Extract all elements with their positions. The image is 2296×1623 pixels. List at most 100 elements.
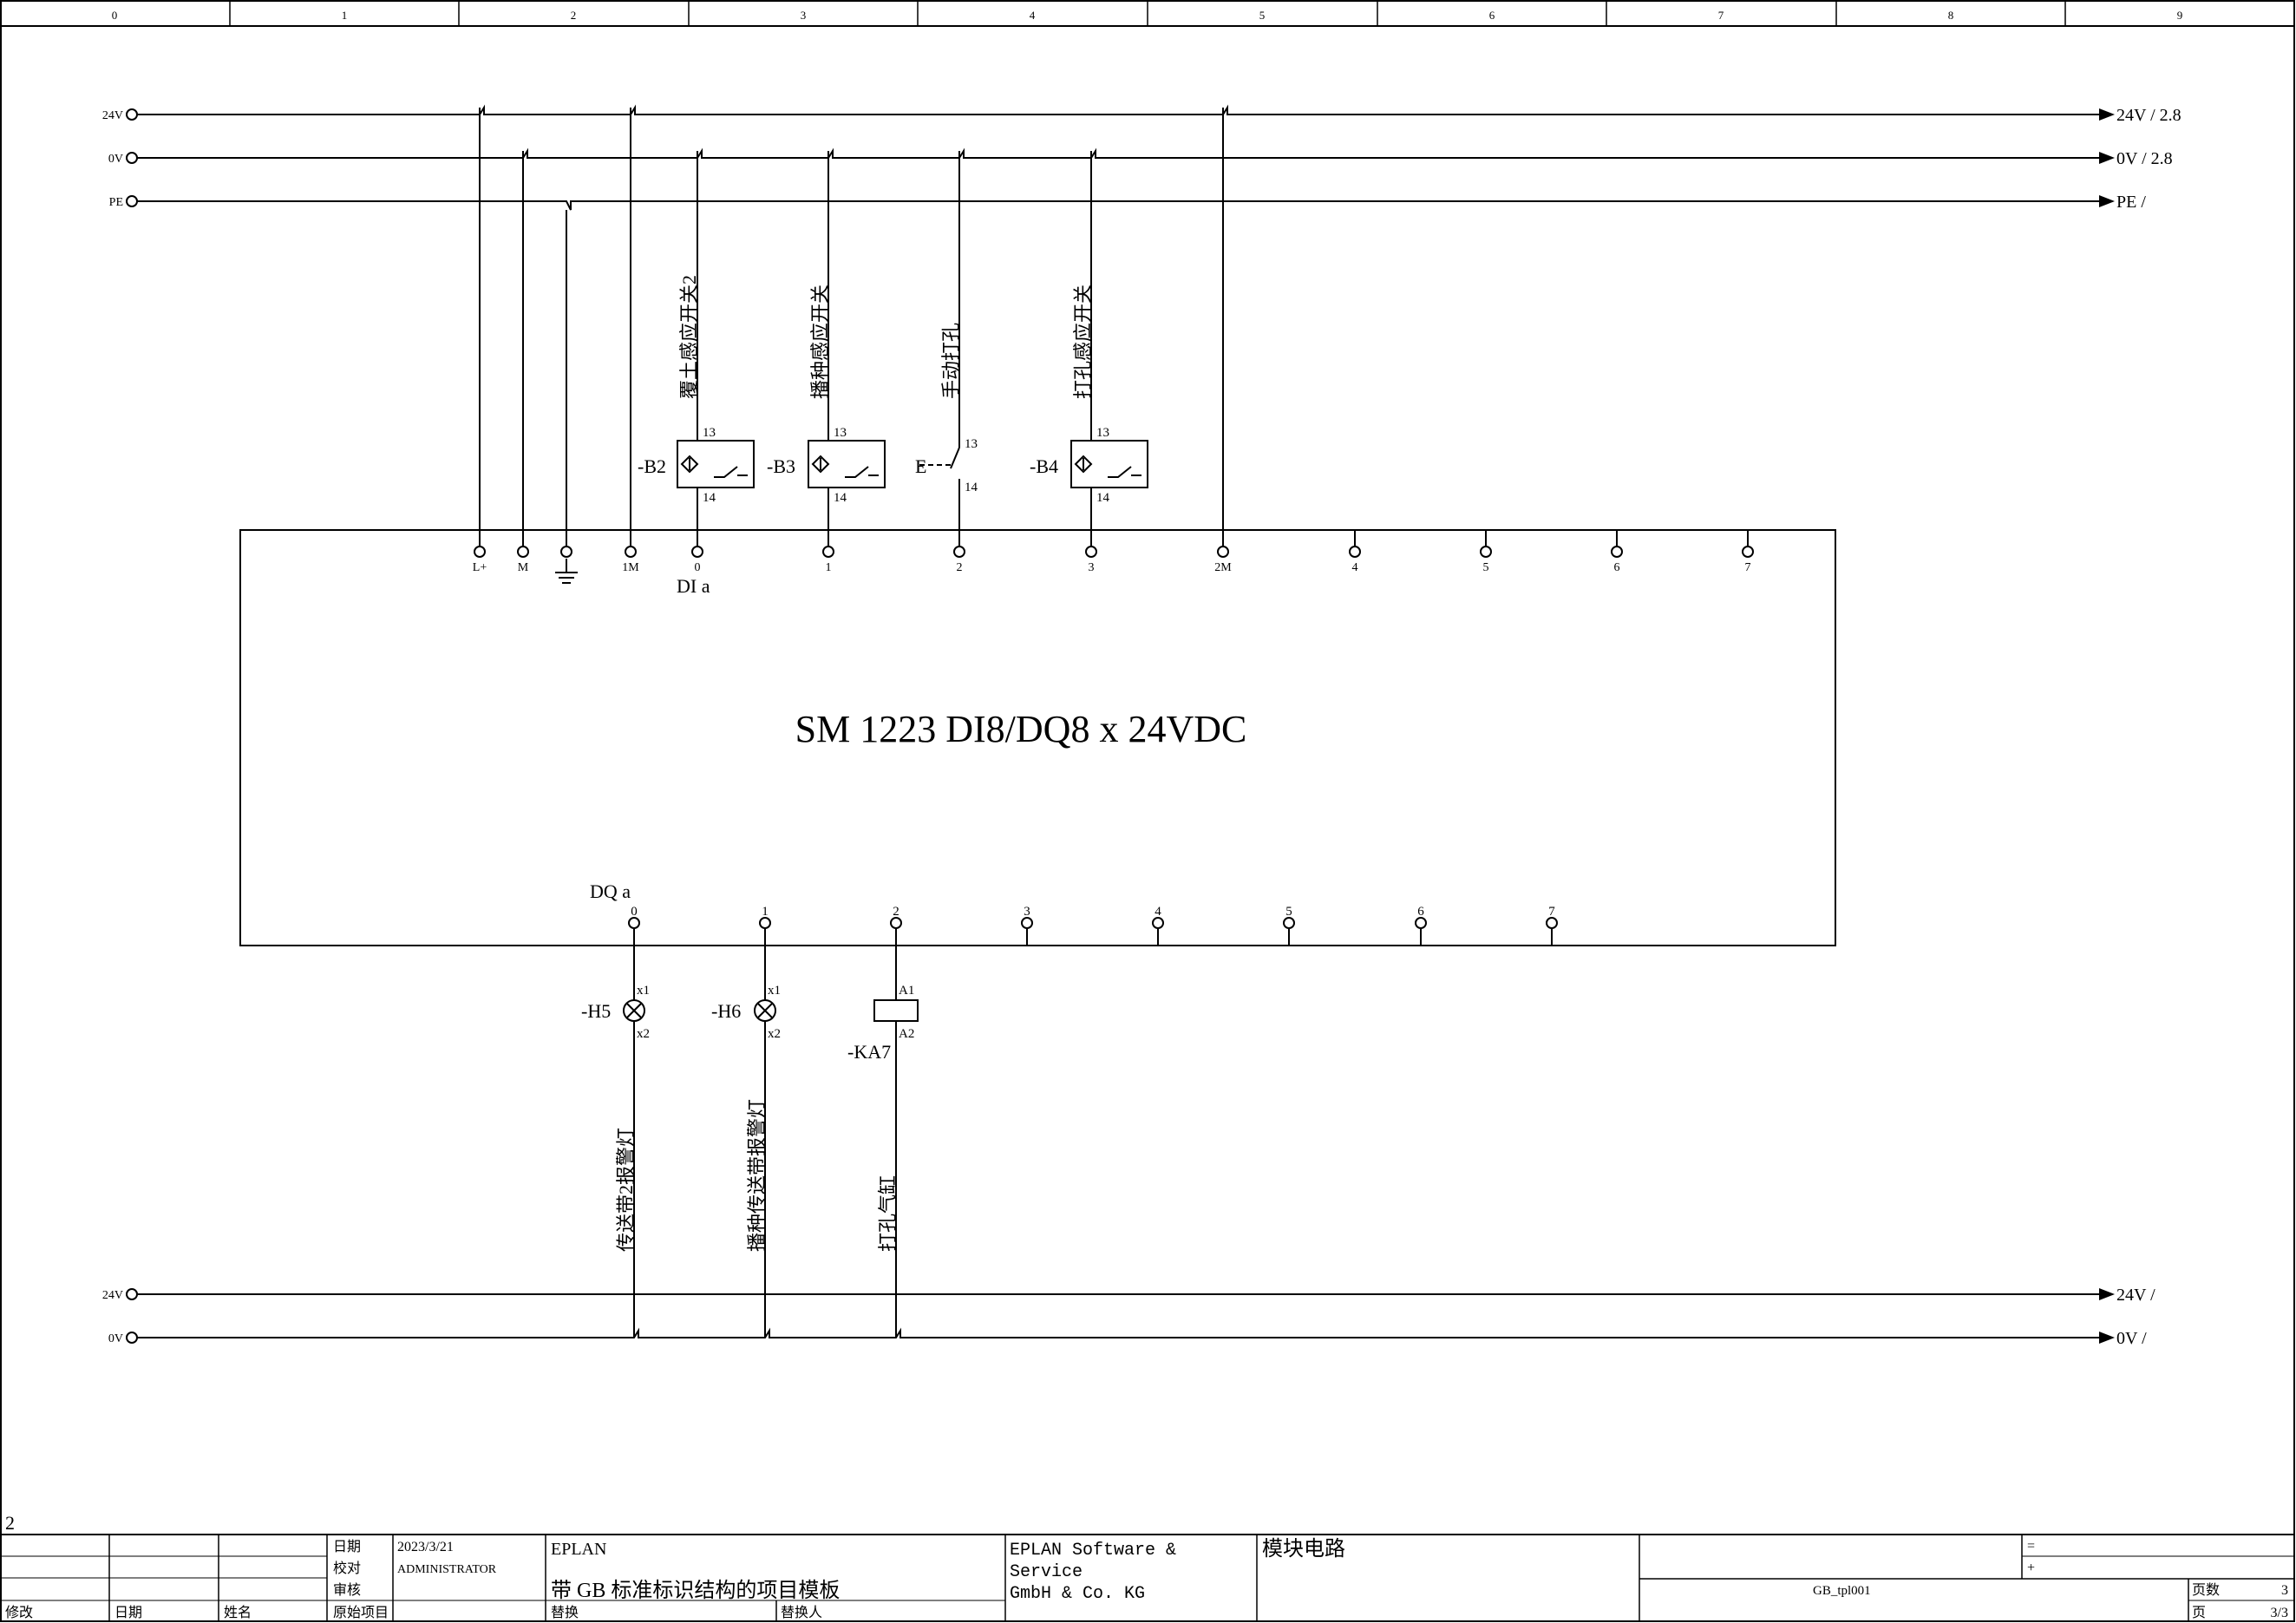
output-tag-h6: -H6 bbox=[711, 1000, 741, 1022]
e-pin-14: 14 bbox=[965, 481, 978, 494]
output-desc-h6: 播种传送带报警灯 bbox=[746, 1099, 768, 1252]
tb-page-value: 3/3 bbox=[2271, 1606, 2288, 1620]
supply-wires bbox=[479, 108, 1224, 548]
module-bottom-terminal bbox=[890, 917, 902, 929]
h5-pin-x2: x2 bbox=[637, 1027, 650, 1041]
tb-company-line3: GmbH & Co. KG bbox=[1010, 1584, 1145, 1604]
tb-page-title: 模块电路 bbox=[1262, 1537, 1345, 1561]
b3-pin-14: 14 bbox=[834, 491, 847, 505]
di-group-label: DI a bbox=[677, 575, 710, 597]
b2-pin-13: 13 bbox=[703, 426, 716, 440]
grid-col-8: 8 bbox=[1948, 9, 1954, 22]
module-bottom-terminal-label: 4 bbox=[1155, 905, 1161, 919]
input-desc-e: 手动打孔 bbox=[940, 323, 962, 399]
rail-bottom-label-0v: 0V bbox=[108, 1332, 123, 1345]
module-top-terminal-label: 5 bbox=[1483, 561, 1489, 574]
module-top-terminal bbox=[822, 546, 834, 558]
rail-ref-24v: 24V / 2.8 bbox=[2116, 106, 2182, 125]
grid-col-9: 9 bbox=[2177, 9, 2183, 22]
module-top-terminal bbox=[953, 546, 965, 558]
tb-origin-label: 原始项目 bbox=[333, 1605, 389, 1620]
input-desc-b4: 打孔感应开关 bbox=[1072, 285, 1094, 399]
rail-bottom-ref-0v: 0V / bbox=[2116, 1329, 2147, 1348]
output-wiring bbox=[633, 928, 897, 1338]
module-top-terminal-label: 1 bbox=[826, 561, 832, 574]
ka7-pin-a2: A2 bbox=[899, 1027, 914, 1041]
module-bottom-terminal bbox=[1021, 917, 1033, 929]
tb-date-col-label: 日期 bbox=[114, 1605, 142, 1620]
module-top-terminal bbox=[691, 546, 703, 558]
module-top-terminal bbox=[1611, 546, 1623, 558]
output-tag-ka7: -KA7 bbox=[847, 1041, 891, 1063]
module-top-terminal bbox=[560, 546, 572, 558]
module-bottom-terminal bbox=[1283, 917, 1295, 929]
rail-label-pe: PE bbox=[109, 196, 123, 209]
output-desc-ka7: 打孔气缸 bbox=[877, 1175, 899, 1252]
tb-eq-sign: = bbox=[2027, 1539, 2035, 1554]
module-bottom-terminal bbox=[1152, 917, 1164, 929]
b3-pin-13: 13 bbox=[834, 426, 847, 440]
tb-date-label: 日期 bbox=[333, 1539, 361, 1554]
module-title: SM 1223 DI8/DQ8 x 24VDC bbox=[795, 708, 1247, 750]
h6-pin-x1: x1 bbox=[768, 984, 781, 998]
module-bottom-terminal-label: 6 bbox=[1417, 905, 1424, 919]
module-bottom-terminal bbox=[1415, 917, 1427, 929]
tb-date-value: 2023/3/21 bbox=[397, 1540, 454, 1554]
rail-label-0v: 0V bbox=[108, 153, 123, 166]
module-bottom-terminal-label: 5 bbox=[1285, 905, 1292, 919]
grid-col-5: 5 bbox=[1259, 9, 1266, 22]
module-top-terminal bbox=[1480, 546, 1492, 558]
grid-col-2: 2 bbox=[571, 9, 577, 22]
grid-col-3: 3 bbox=[801, 9, 807, 22]
tb-template: GB_tpl001 bbox=[1813, 1584, 1871, 1598]
module-top-terminal-label: 2 bbox=[957, 561, 963, 574]
module-top-terminal bbox=[1085, 546, 1097, 558]
tb-company-line1: EPLAN Software & bbox=[1010, 1541, 1176, 1561]
module-top-terminal bbox=[1349, 546, 1361, 558]
module-top-terminal-label: M bbox=[518, 561, 529, 574]
relay-coil-ka7 bbox=[873, 999, 919, 1022]
tb-pages-label: 页数 bbox=[2192, 1582, 2220, 1598]
module-top-terminal-label: 1M bbox=[622, 561, 639, 574]
module-bottom-terminal-label: 2 bbox=[893, 905, 899, 919]
output-tag-h5: -H5 bbox=[581, 1000, 611, 1022]
grid-col-7: 7 bbox=[1718, 9, 1724, 22]
b2-pin-14: 14 bbox=[703, 491, 716, 505]
module-top-terminal-label: 7 bbox=[1745, 561, 1751, 574]
grid-col-0: 0 bbox=[112, 9, 118, 22]
tb-review-label: 审核 bbox=[333, 1582, 361, 1598]
b4-pin-13: 13 bbox=[1096, 426, 1109, 440]
sensor-b2 bbox=[677, 440, 755, 488]
grid-col-1: 1 bbox=[342, 9, 348, 22]
module-bottom-terminal-label: 7 bbox=[1548, 905, 1555, 919]
tb-check-value: ADMINISTRATOR bbox=[397, 1563, 497, 1576]
module-top-terminal bbox=[1742, 546, 1754, 558]
tb-replaced-by-label: 替换人 bbox=[781, 1605, 822, 1620]
grid-col-6: 6 bbox=[1489, 9, 1495, 22]
module-bottom-terminal-label: 1 bbox=[762, 905, 769, 919]
dq-group-label: DQ a bbox=[590, 880, 631, 902]
input-tag-b4: -B4 bbox=[1030, 455, 1058, 477]
h6-pin-x2: x2 bbox=[768, 1027, 781, 1041]
module-top-terminal bbox=[517, 546, 529, 558]
rail-bottom-label-24v: 24V bbox=[102, 1289, 123, 1302]
tb-replace-label: 替换 bbox=[551, 1605, 579, 1620]
module-bottom-terminal bbox=[1546, 917, 1558, 929]
tb-project-name: 带 GB 标准标识结构的项目模板 bbox=[551, 1579, 840, 1602]
tb-check-label: 校对 bbox=[333, 1561, 361, 1576]
e-pin-13: 13 bbox=[965, 437, 978, 451]
sensor-b4 bbox=[1070, 440, 1148, 488]
tb-page-label: 页 bbox=[2192, 1606, 2206, 1620]
module-top-terminal-label: 3 bbox=[1089, 561, 1095, 574]
module-top-terminal bbox=[625, 546, 637, 558]
input-tag-b3: -B3 bbox=[767, 455, 795, 477]
input-desc-b2: 覆土感应开关2 bbox=[678, 275, 700, 399]
rail-bottom-ref-24v: 24V / bbox=[2116, 1286, 2155, 1305]
lamp-h6-icon bbox=[754, 999, 776, 1022]
module-top-terminal-label: 0 bbox=[695, 561, 701, 574]
module-bottom-terminal-label: 3 bbox=[1024, 905, 1030, 919]
rail-ref-pe: PE / bbox=[2116, 193, 2146, 212]
